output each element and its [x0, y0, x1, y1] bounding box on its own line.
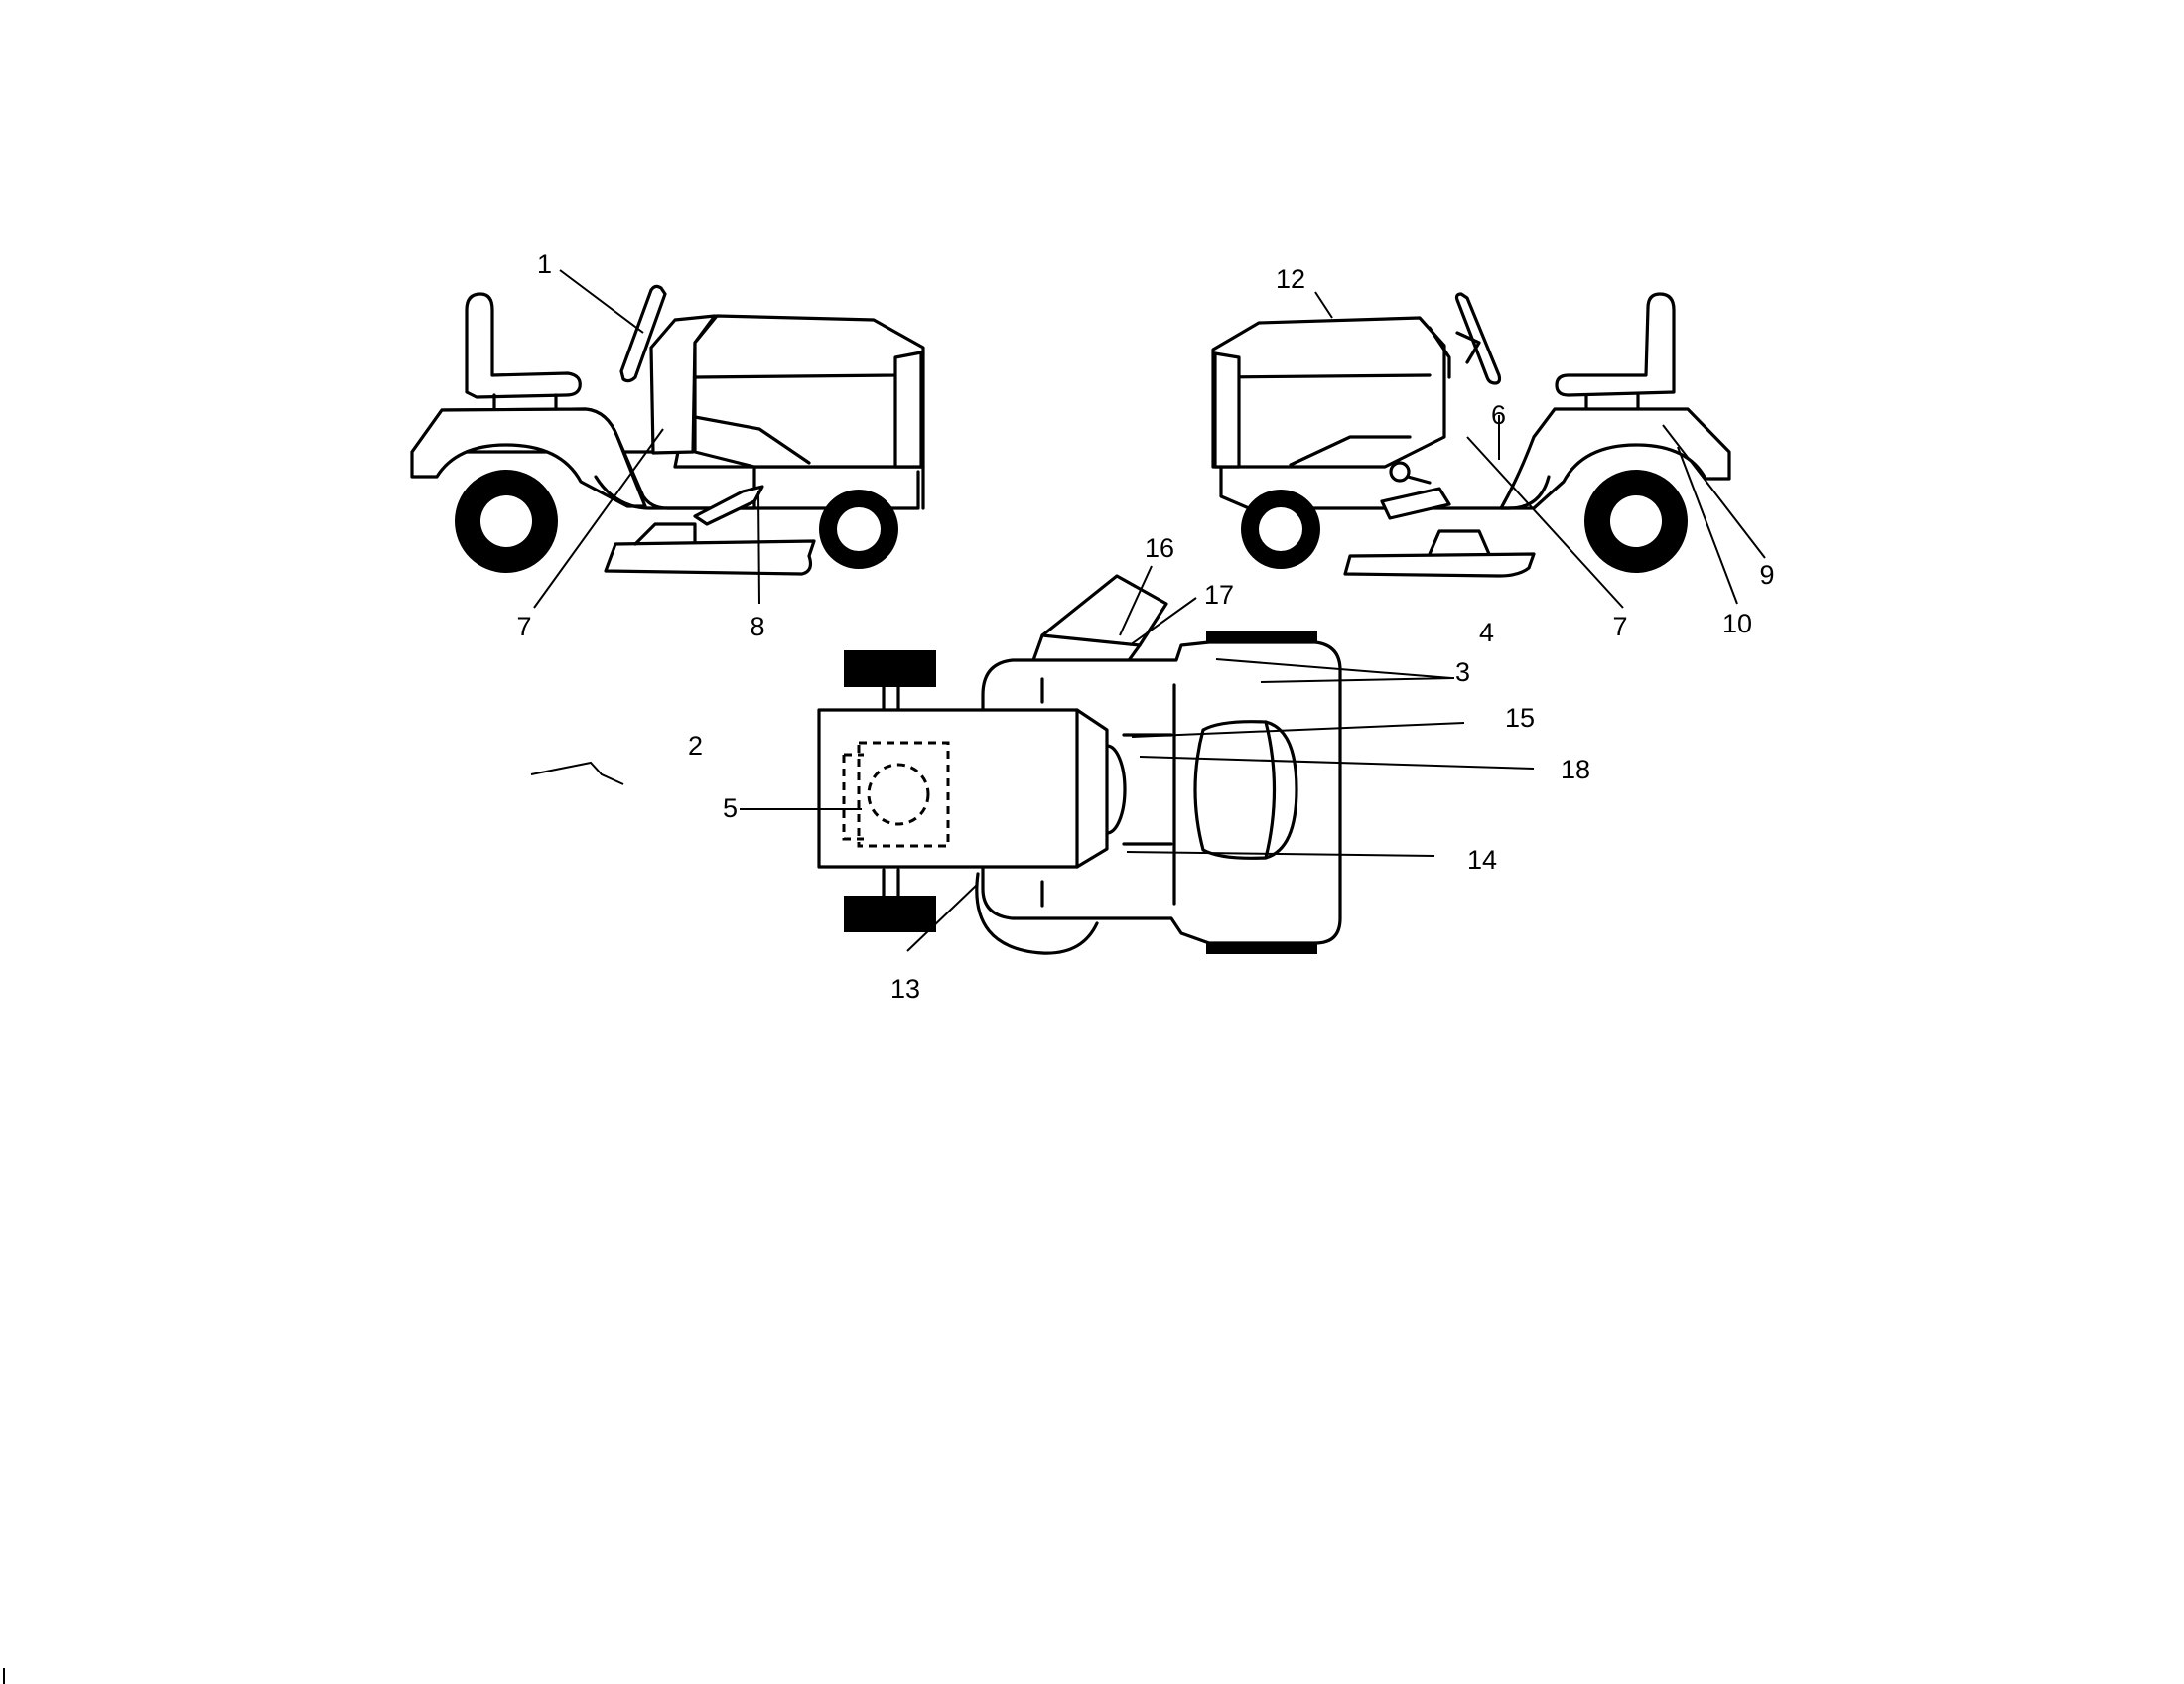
- engine-outline-top: [857, 741, 950, 848]
- discharge-chute: [1030, 574, 1168, 665]
- seat-post-left: [492, 393, 558, 411]
- dash-right: [1428, 326, 1451, 379]
- top-view: [817, 574, 1342, 955]
- seat-top: [1193, 720, 1298, 860]
- callout-7-left: 7: [516, 612, 531, 641]
- callout-9: 9: [1759, 560, 1774, 590]
- callout-18: 18: [1561, 755, 1590, 784]
- callout-2: 2: [688, 731, 703, 761]
- hood-right: [1211, 316, 1446, 469]
- engine-bracket-top: [842, 753, 864, 841]
- steering-wheel-left: [619, 284, 667, 383]
- rear-body-left: [410, 407, 647, 508]
- callout-6: 6: [1491, 400, 1506, 430]
- front-hub-right: [1259, 507, 1302, 551]
- seat-back-top: [1264, 720, 1277, 860]
- front-tire-top-right: [844, 896, 936, 932]
- deck-hanger-right: [1428, 529, 1491, 556]
- steering-wheel-right: [1454, 292, 1502, 385]
- lever-knob-right: [1389, 461, 1411, 483]
- hood-panel-line-right: [1289, 435, 1412, 467]
- callout-7-right: 7: [1612, 612, 1627, 641]
- chute-line: [1040, 633, 1142, 647]
- rear-hub-left: [480, 495, 532, 547]
- leader-lines: [530, 269, 1766, 952]
- deck-bulge-top: [975, 872, 1099, 955]
- left-side-view: [410, 284, 925, 576]
- front-tire-top-left: [844, 650, 936, 687]
- rear-fender-right: [1499, 407, 1731, 510]
- callout-8: 8: [750, 612, 764, 641]
- front-axle-top: [882, 685, 900, 898]
- grille-right: [1213, 351, 1241, 469]
- callout-17: 17: [1204, 580, 1234, 610]
- callout-15: 15: [1505, 703, 1535, 733]
- rear-hub-right: [1610, 495, 1662, 547]
- callout-14: 14: [1467, 845, 1497, 875]
- callout-1: 1: [537, 249, 552, 279]
- hood-top-line-right: [1214, 373, 1432, 379]
- hood-left: [693, 314, 925, 469]
- deck-hanger-left: [633, 522, 697, 546]
- callout-labels: 1 2 3 4 5 6 7 8 9 10 7 12 13 14 15 16 17…: [516, 249, 1774, 1004]
- seat-right: [1555, 292, 1676, 397]
- frame-left: [594, 470, 920, 510]
- right-side-view: [1211, 292, 1731, 578]
- callout-5: 5: [723, 793, 738, 823]
- steering-column-right: [1455, 331, 1481, 364]
- lever-stem-right: [1406, 475, 1432, 485]
- callout-3: 3: [1455, 657, 1470, 687]
- front-hub-left: [837, 507, 881, 551]
- callout-4: 4: [1479, 618, 1494, 647]
- hood-top: [817, 708, 1109, 869]
- engine-circle-top: [867, 763, 930, 826]
- mower-deck-left: [604, 539, 816, 576]
- seat-left: [465, 292, 582, 399]
- deck-lever-right: [1380, 487, 1451, 520]
- callout-12: 12: [1276, 264, 1305, 294]
- seat-post-right: [1584, 393, 1640, 411]
- callout-10: 10: [1722, 609, 1752, 638]
- mower-deck-right: [1343, 552, 1536, 578]
- callout-16: 16: [1145, 533, 1174, 563]
- callout-13: 13: [890, 974, 920, 1004]
- hood-panel-line-left: [693, 415, 811, 465]
- grille-left: [893, 351, 923, 469]
